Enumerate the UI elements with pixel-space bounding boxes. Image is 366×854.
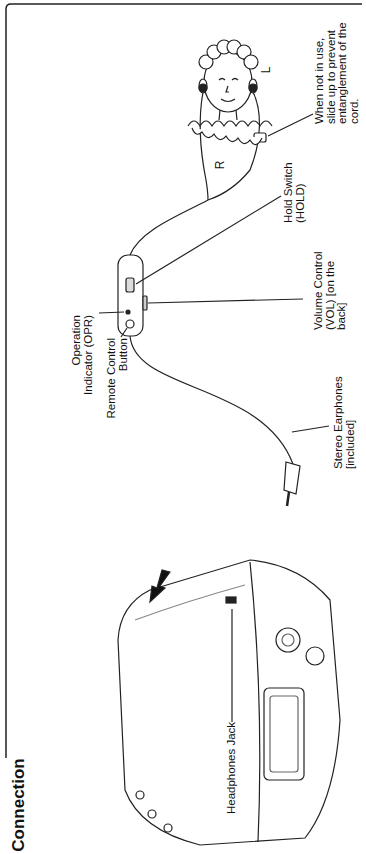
part-label: Volume Control (VOL) [on the back]: [313, 246, 348, 330]
hold-switch: [126, 278, 134, 292]
leader-line: [148, 299, 303, 303]
player-button: [136, 791, 144, 799]
display-panel: [264, 688, 304, 780]
part-label: Remote Control Button: [106, 338, 129, 422]
headphones-jack: [226, 597, 236, 603]
plug-pin: [287, 492, 289, 506]
ear-label: L: [259, 67, 273, 74]
remote-control: [118, 255, 143, 336]
display-window: [270, 696, 298, 772]
operation-indicator: [126, 310, 130, 314]
lid-seam: [250, 562, 260, 842]
neck: [219, 110, 237, 120]
section-title: Connection: [10, 758, 28, 852]
leader-line: [136, 196, 281, 284]
leader-line: [99, 312, 124, 313]
insert-arrow: [150, 570, 170, 602]
collar-ruffle: [188, 121, 272, 145]
player-button: [164, 824, 172, 832]
leader-line: [268, 114, 313, 136]
part-label: Stereo Earphones [included]: [333, 371, 356, 469]
leader-line: [231, 609, 232, 722]
ear-label: R: [213, 161, 227, 170]
face-features: [219, 79, 238, 102]
ear: [199, 79, 207, 93]
earphone-cord: [130, 336, 293, 464]
hair: [199, 40, 258, 69]
note-text: When not in use, slide up to prevent ent…: [314, 20, 360, 124]
cd-player-body: [118, 560, 340, 845]
remote-button: [126, 320, 134, 328]
earbud: [249, 84, 257, 92]
part-label: Operation Indicator (OPR): [71, 315, 94, 401]
earbud: [199, 84, 207, 92]
plug-body: [284, 462, 300, 494]
earphone-cord: [130, 200, 208, 255]
player-button: [148, 810, 156, 818]
player-button: [276, 628, 300, 652]
player-button: [306, 647, 324, 665]
part-label: Hold Switch (HOLD): [283, 157, 306, 223]
ear: [249, 79, 257, 93]
earphone-cord-r: [200, 92, 208, 200]
part-label: Headphones Jack: [226, 722, 238, 814]
leader-line: [292, 426, 329, 432]
volume-control: [143, 296, 147, 310]
player-button: [282, 634, 294, 646]
leader-line: [121, 328, 127, 337]
